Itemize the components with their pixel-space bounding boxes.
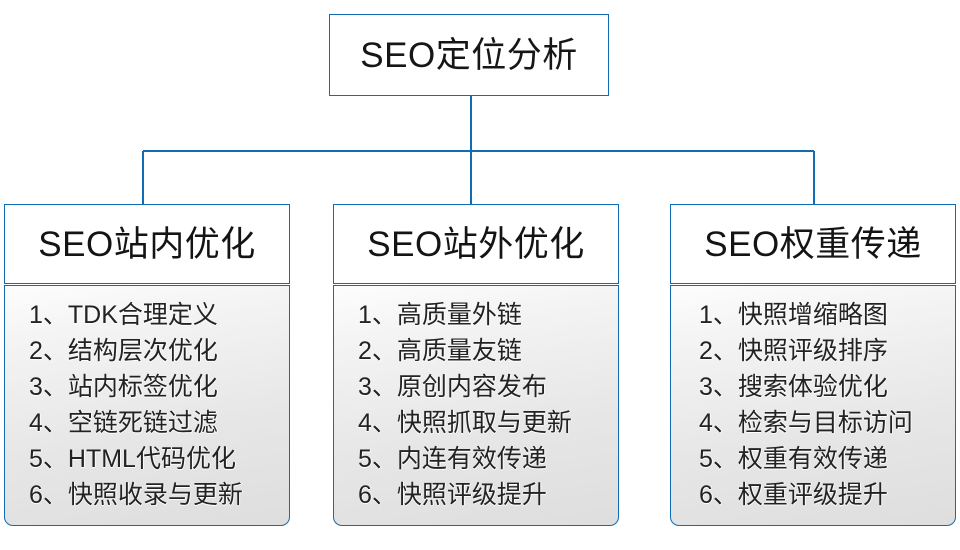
list-item: 4、快照抓取与更新	[358, 409, 572, 437]
list-item: 3、原创内容发布	[358, 373, 547, 401]
branch-column-1: SEO站内优化 1、TDK合理定义 2、结构层次优化 3、站内标签优化 4、空链…	[4, 204, 290, 526]
branch-1-title: SEO站内优化	[38, 224, 256, 264]
branch-2-body: 1、高质量外链 2、高质量友链 3、原创内容发布 4、快照抓取与更新 5、内连有…	[333, 285, 619, 526]
branch-3-body: 1、快照增缩略图 2、快照评级排序 3、搜索体验优化 4、检索与目标访问 5、权…	[670, 285, 956, 526]
list-item: 1、快照增缩略图	[699, 301, 888, 329]
list-item: 2、快照评级排序	[699, 337, 888, 365]
list-item: 3、站内标签优化	[29, 373, 218, 401]
branch-3-header[interactable]: SEO权重传递	[670, 204, 956, 284]
list-item: 5、内连有效传递	[358, 445, 547, 473]
list-item: 6、快照收录与更新	[29, 481, 243, 509]
branch-1-body: 1、TDK合理定义 2、结构层次优化 3、站内标签优化 4、空链死链过滤 5、H…	[4, 285, 290, 526]
list-item: 2、高质量友链	[358, 337, 522, 365]
branch-column-2: SEO站外优化 1、高质量外链 2、高质量友链 3、原创内容发布 4、快照抓取与…	[333, 204, 619, 526]
list-item: 2、结构层次优化	[29, 337, 218, 365]
root-node-title: SEO定位分析	[360, 35, 578, 75]
list-item: 5、HTML代码优化	[29, 445, 236, 473]
list-item: 5、权重有效传递	[699, 445, 888, 473]
branch-3-list: 1、快照增缩略图 2、快照评级排序 3、搜索体验优化 4、检索与目标访问 5、权…	[677, 297, 949, 513]
branch-column-3: SEO权重传递 1、快照增缩略图 2、快照评级排序 3、搜索体验优化 4、检索与…	[670, 204, 956, 526]
list-item: 6、快照评级提升	[358, 481, 547, 509]
branch-2-header[interactable]: SEO站外优化	[333, 204, 619, 284]
branch-1-header[interactable]: SEO站内优化	[4, 204, 290, 284]
list-item: 3、搜索体验优化	[699, 373, 888, 401]
root-node[interactable]: SEO定位分析	[329, 14, 609, 96]
branch-2-title: SEO站外优化	[367, 224, 585, 264]
branch-1-list: 1、TDK合理定义 2、结构层次优化 3、站内标签优化 4、空链死链过滤 5、H…	[11, 297, 283, 513]
list-item: 1、TDK合理定义	[29, 301, 218, 329]
branch-2-list: 1、高质量外链 2、高质量友链 3、原创内容发布 4、快照抓取与更新 5、内连有…	[340, 297, 612, 513]
list-item: 4、空链死链过滤	[29, 409, 218, 437]
branch-3-title: SEO权重传递	[704, 224, 922, 264]
list-item: 4、检索与目标访问	[699, 409, 913, 437]
list-item: 6、权重评级提升	[699, 481, 888, 509]
list-item: 1、高质量外链	[358, 301, 522, 329]
